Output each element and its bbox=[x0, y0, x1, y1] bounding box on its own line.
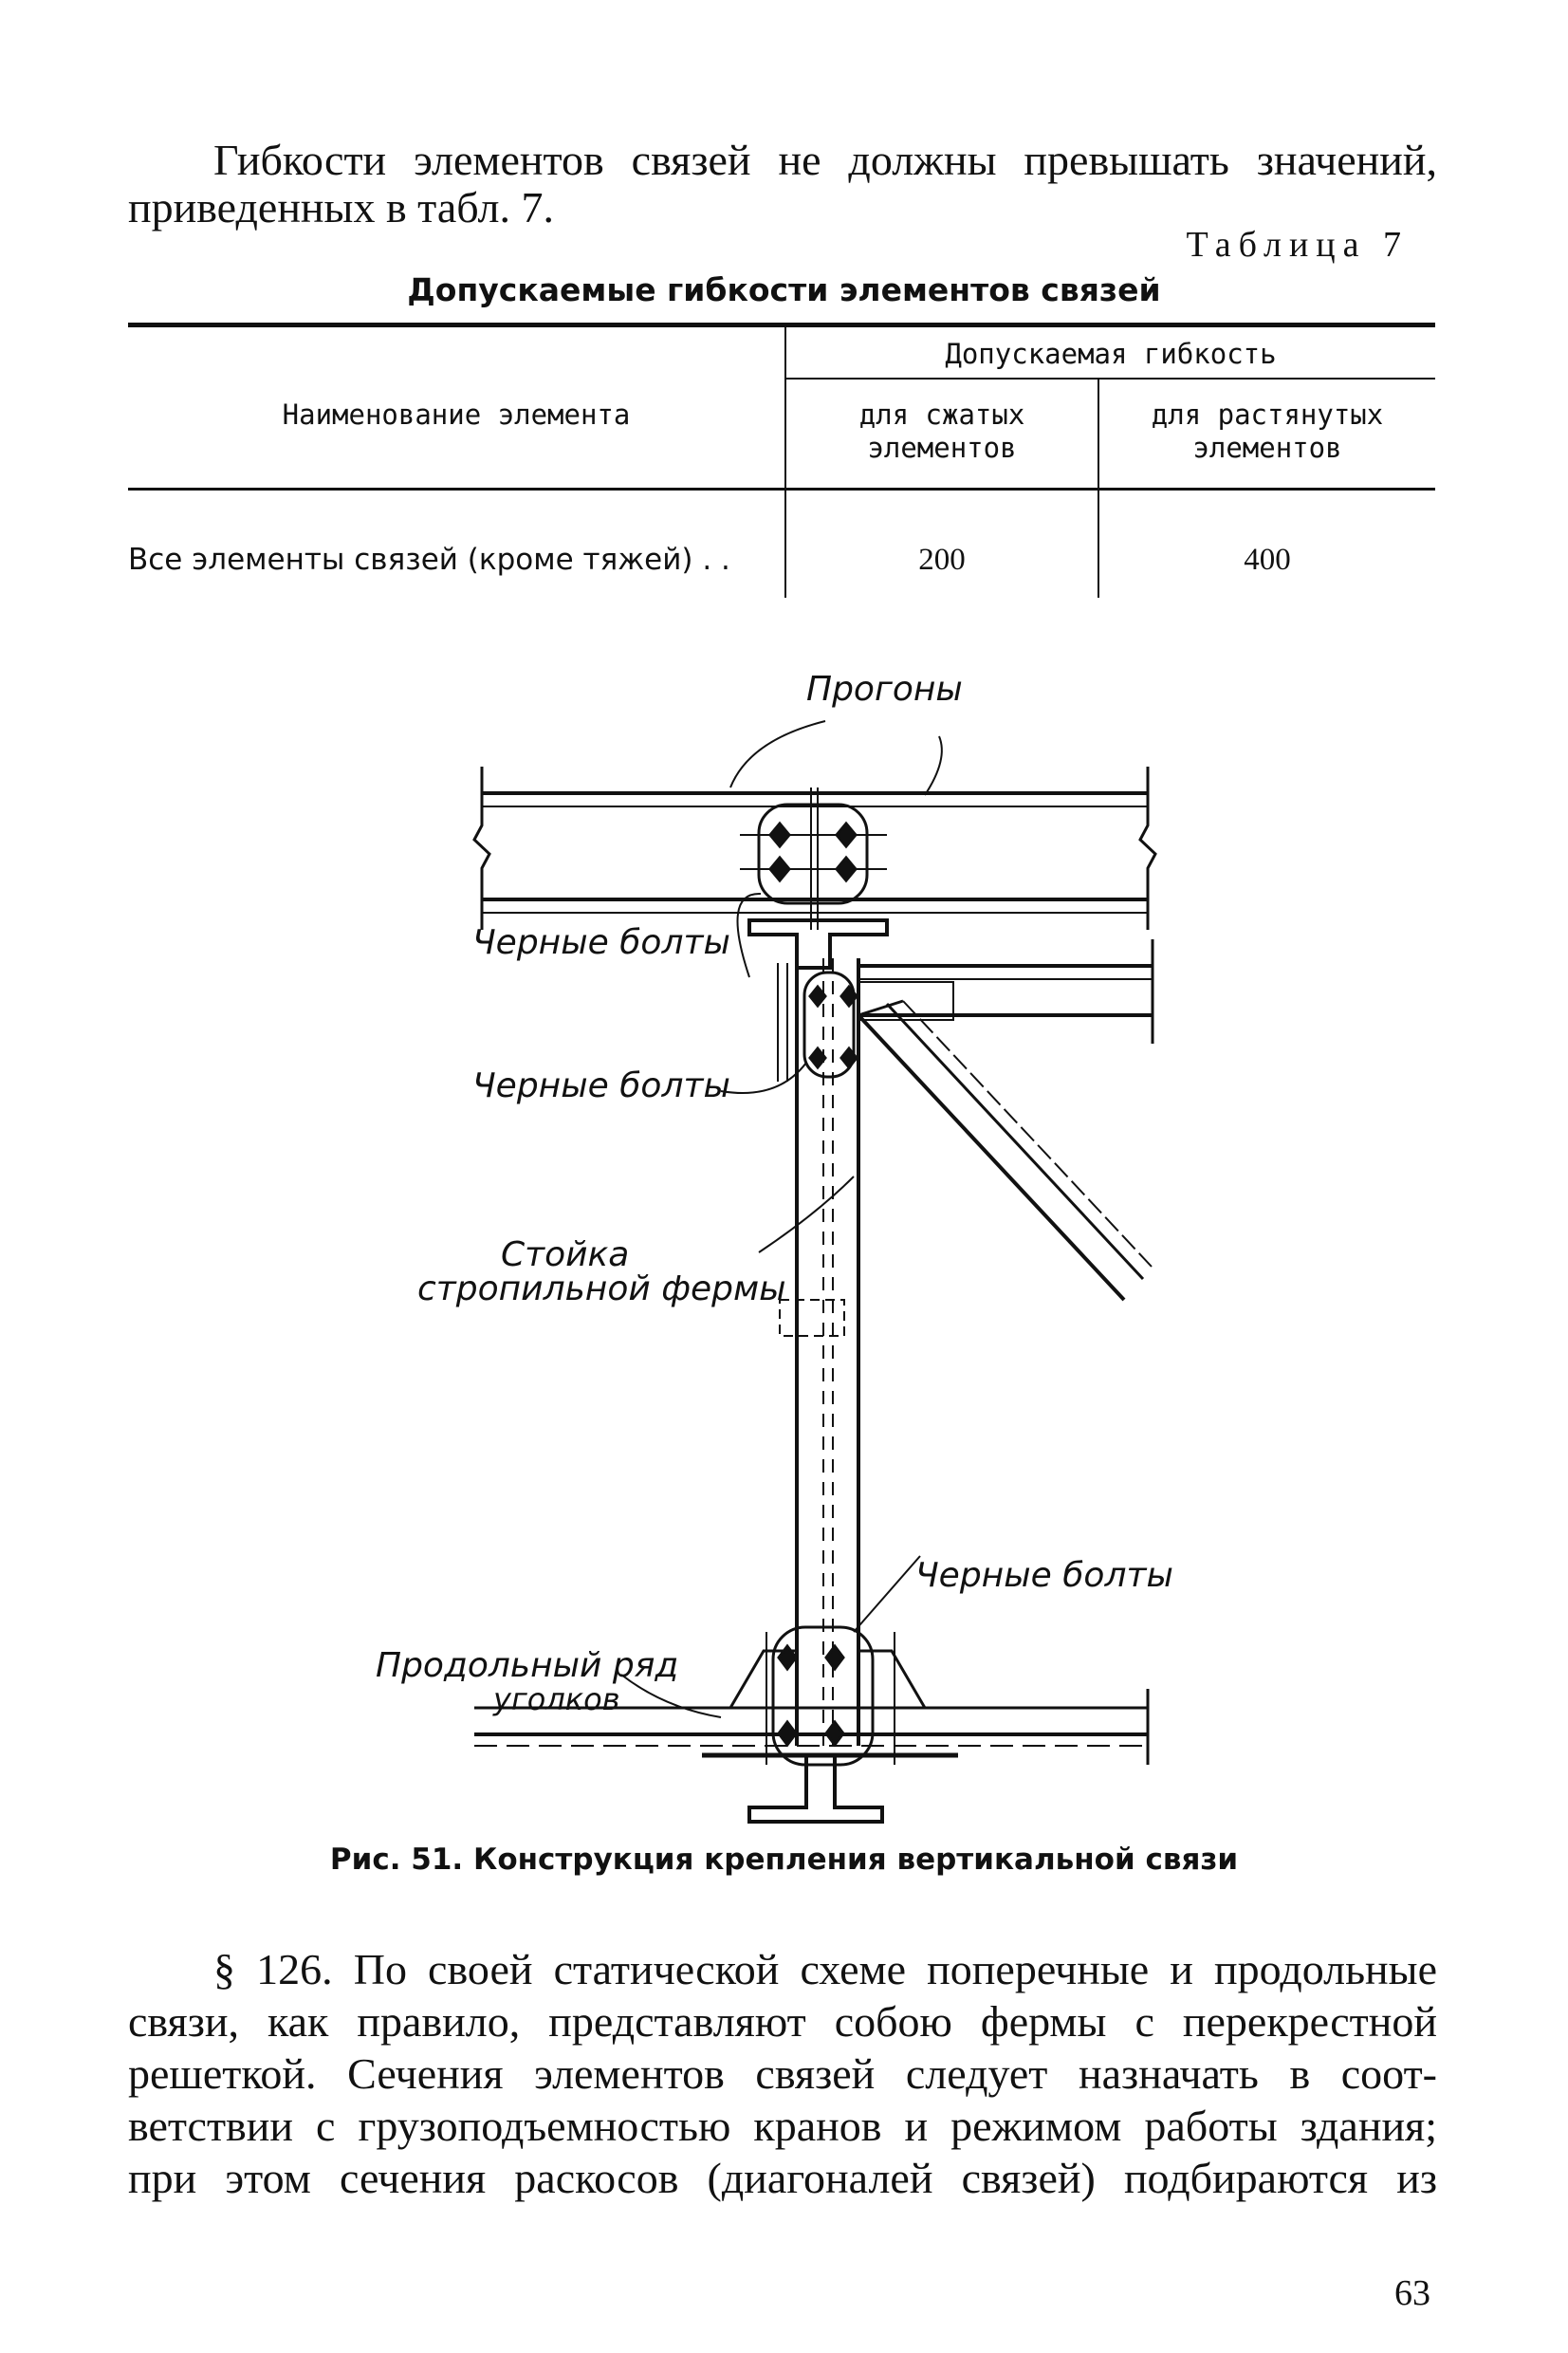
col-name-header: Наименование элемента bbox=[282, 398, 631, 431]
table-row-label: Все элементы связей (кроме тяжей) . . bbox=[128, 543, 730, 577]
leader-angles bbox=[620, 1674, 722, 1718]
paragraph-line-1: § 126. По своей статической схеме попере… bbox=[213, 1945, 1437, 1993]
col-tension-header-2: элементов bbox=[1192, 432, 1342, 464]
table-title: Допускаемые гибкости элементов связей bbox=[407, 271, 1161, 308]
label-bolts-2: Черные болты bbox=[472, 1066, 730, 1105]
paragraph-line-3: решеткой. Сечения элементов связей следу… bbox=[128, 2049, 1437, 2098]
col-group-header: Допускаемая гибкость bbox=[945, 338, 1277, 370]
purlin-beam bbox=[472, 767, 1157, 930]
intro-line-1: Гибкости элементов связей не должны прев… bbox=[213, 136, 1437, 184]
paragraph-line-2: связи, как правило, представляют собою ф… bbox=[128, 1997, 1437, 2046]
paragraph-line-4: ветствии с грузоподъемностью кранов и ре… bbox=[128, 2102, 1437, 2150]
col-compressed-header-1: для сжатых bbox=[858, 398, 1025, 431]
table-cell-tension: 400 bbox=[1244, 543, 1291, 577]
intro-line-2: приведенных в табл. 7. bbox=[128, 183, 554, 232]
table-number: Таблица 7 bbox=[1186, 225, 1409, 265]
table-col-divider-2 bbox=[1098, 380, 1099, 598]
leader-bolts-1 bbox=[736, 892, 762, 978]
leader-post bbox=[758, 1176, 855, 1253]
leader-bolts-2 bbox=[720, 1062, 807, 1094]
table-cell-compressed: 200 bbox=[918, 543, 966, 577]
label-angles-1: Продольный ряд bbox=[376, 1646, 678, 1685]
table-col-divider-1 bbox=[784, 327, 786, 598]
label-angles-2: уголков bbox=[492, 1681, 620, 1717]
table-header-rule bbox=[128, 488, 1435, 491]
page-number: 63 bbox=[1394, 2273, 1430, 2313]
table-top-rule bbox=[128, 323, 1435, 327]
bottom-joint bbox=[728, 1625, 928, 1767]
label-post-1: Стойка bbox=[501, 1235, 629, 1274]
col-compressed-header-2: элементов bbox=[867, 432, 1017, 464]
top-tee bbox=[747, 918, 889, 970]
table-group-rule bbox=[786, 378, 1435, 380]
paragraph-line-5: при этом сечения раскосов (диагоналей св… bbox=[128, 2154, 1437, 2202]
longitudinal-angles bbox=[474, 1689, 1150, 1765]
bottom-tee bbox=[747, 1755, 884, 1824]
truss-post bbox=[779, 958, 860, 1746]
col-tension-header-1: для растянутых bbox=[1151, 398, 1384, 431]
label-post-2: стропильной фермы bbox=[417, 1269, 786, 1308]
figure-caption: Рис. 51. Конструкция крепления вертикаль… bbox=[329, 1843, 1239, 1877]
bracing-connection-drawing: Прогоны Черные болты Черные болты Стойка… bbox=[376, 670, 1173, 1824]
label-purlins: Прогоны bbox=[806, 670, 963, 709]
label-bolts-1: Черные болты bbox=[472, 923, 730, 962]
leader-bolts-3 bbox=[853, 1555, 921, 1633]
diagonal-brace bbox=[857, 999, 1153, 1302]
upper-joint bbox=[777, 939, 1154, 1082]
label-bolts-3: Черные болты bbox=[915, 1556, 1173, 1595]
top-splice bbox=[740, 787, 887, 930]
